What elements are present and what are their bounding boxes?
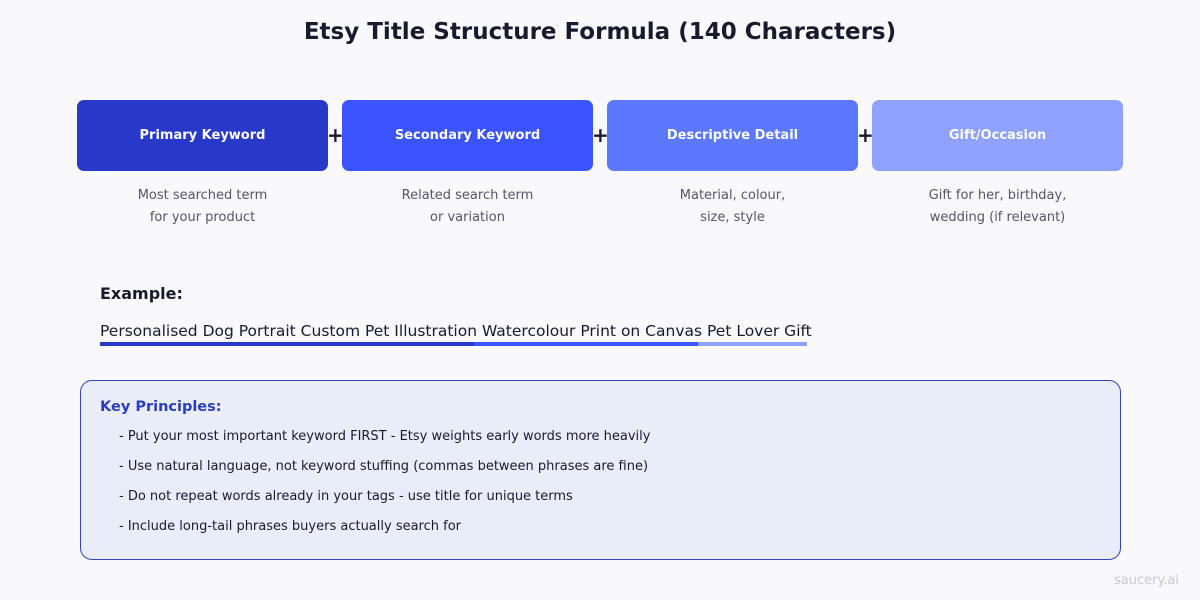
key-principles-list: - Put your most important keyword FIRST … (119, 427, 650, 547)
key-principles-title: Key Principles: (100, 399, 222, 415)
watermark: saucery.ai (1113, 573, 1179, 588)
box-label: Gift/Occasion (948, 128, 1047, 143)
gift-occasion-description: Gift for her, birthday, wedding (if rele… (872, 185, 1123, 229)
plus-sign: + (592, 123, 609, 147)
description-line: Related search term (401, 188, 534, 203)
secondary-keyword-description: Related search term or variation (342, 185, 593, 229)
secondary-keyword-box: Secondary Keyword (342, 100, 593, 171)
underline-segment-gift (698, 342, 807, 346)
plus-sign: + (857, 123, 874, 147)
list-item: - Include long-tail phrases buyers actua… (119, 519, 462, 534)
box-label: Descriptive Detail (666, 128, 799, 143)
list-item: - Use natural language, not keyword stuf… (119, 459, 649, 474)
description-line: wedding (if relevant) (929, 210, 1066, 225)
gift-occasion-box: Gift/Occasion (872, 100, 1123, 171)
description-line: Gift for her, birthday, (928, 188, 1067, 203)
plus-sign: + (327, 123, 344, 147)
page-title: Etsy Title Structure Formula (140 Charac… (303, 19, 897, 45)
description-line: size, style (700, 210, 765, 225)
underline-segment-primary (100, 342, 474, 346)
descriptive-detail-box: Descriptive Detail (607, 100, 858, 171)
description-line: Most searched term (137, 188, 268, 203)
list-item: - Do not repeat words already in your ta… (119, 489, 573, 504)
primary-keyword-description: Most searched term for your product (77, 185, 328, 229)
primary-keyword-box: Primary Keyword (77, 100, 328, 171)
list-item: - Put your most important keyword FIRST … (119, 429, 651, 444)
example-underline (100, 342, 807, 346)
example-title-text: Personalised Dog Portrait Custom Pet Ill… (100, 322, 812, 340)
underline-segment-secondary (474, 342, 698, 346)
key-principles-panel: Key Principles: - Put your most importan… (80, 380, 1121, 560)
box-label: Primary Keyword (139, 128, 266, 143)
box-label: Secondary Keyword (394, 128, 541, 143)
description-line: or variation (430, 210, 505, 225)
descriptive-detail-description: Material, colour, size, style (607, 185, 858, 229)
example-label: Example: (100, 284, 183, 303)
description-line: Material, colour, (679, 188, 786, 203)
description-line: for your product (149, 210, 256, 225)
